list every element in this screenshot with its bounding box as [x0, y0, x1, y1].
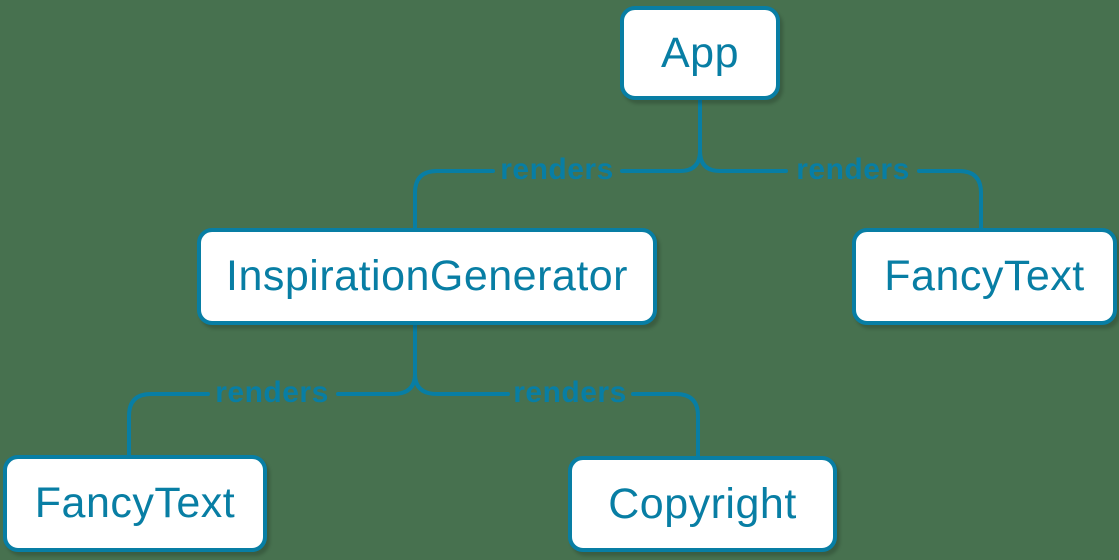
- connector-ig-fancytext-drop: [127, 392, 210, 457]
- node-label-inspiration-generator: InspirationGenerator: [226, 252, 628, 300]
- edge-label-renders-app-fancytext: renders: [796, 153, 910, 186]
- node-label-fancy-text-top: FancyText: [884, 252, 1085, 300]
- edge-label-renders-ig-copyright: renders: [513, 376, 627, 409]
- connector-ig-copyright-right: [413, 372, 510, 396]
- node-label-fancy-text-bottom: FancyText: [34, 479, 236, 527]
- connector-app-fancytext-right: [698, 149, 788, 173]
- node-app: App: [620, 6, 780, 100]
- connector-ig-copyright-drop: [631, 392, 700, 458]
- node-inspiration-generator: InspirationGenerator: [197, 228, 657, 325]
- node-fancy-text-top: FancyText: [852, 228, 1117, 325]
- node-label-app: App: [660, 28, 739, 77]
- node-label-copyright: Copyright: [608, 479, 797, 528]
- connector-ig-fancytext-left: [336, 372, 417, 396]
- node-copyright: Copyright: [568, 456, 837, 552]
- edge-label-renders-app-inspirationgenerator: renders: [500, 153, 614, 186]
- node-fancy-text-bottom: FancyText: [3, 455, 267, 552]
- connector-app-fancytext-drop: [917, 169, 983, 230]
- connector-app-inspirationgenerator-left: [620, 149, 702, 173]
- edge-label-renders-ig-fancytext: renders: [215, 376, 329, 409]
- connector-app-inspirationgenerator-drop: [413, 169, 495, 230]
